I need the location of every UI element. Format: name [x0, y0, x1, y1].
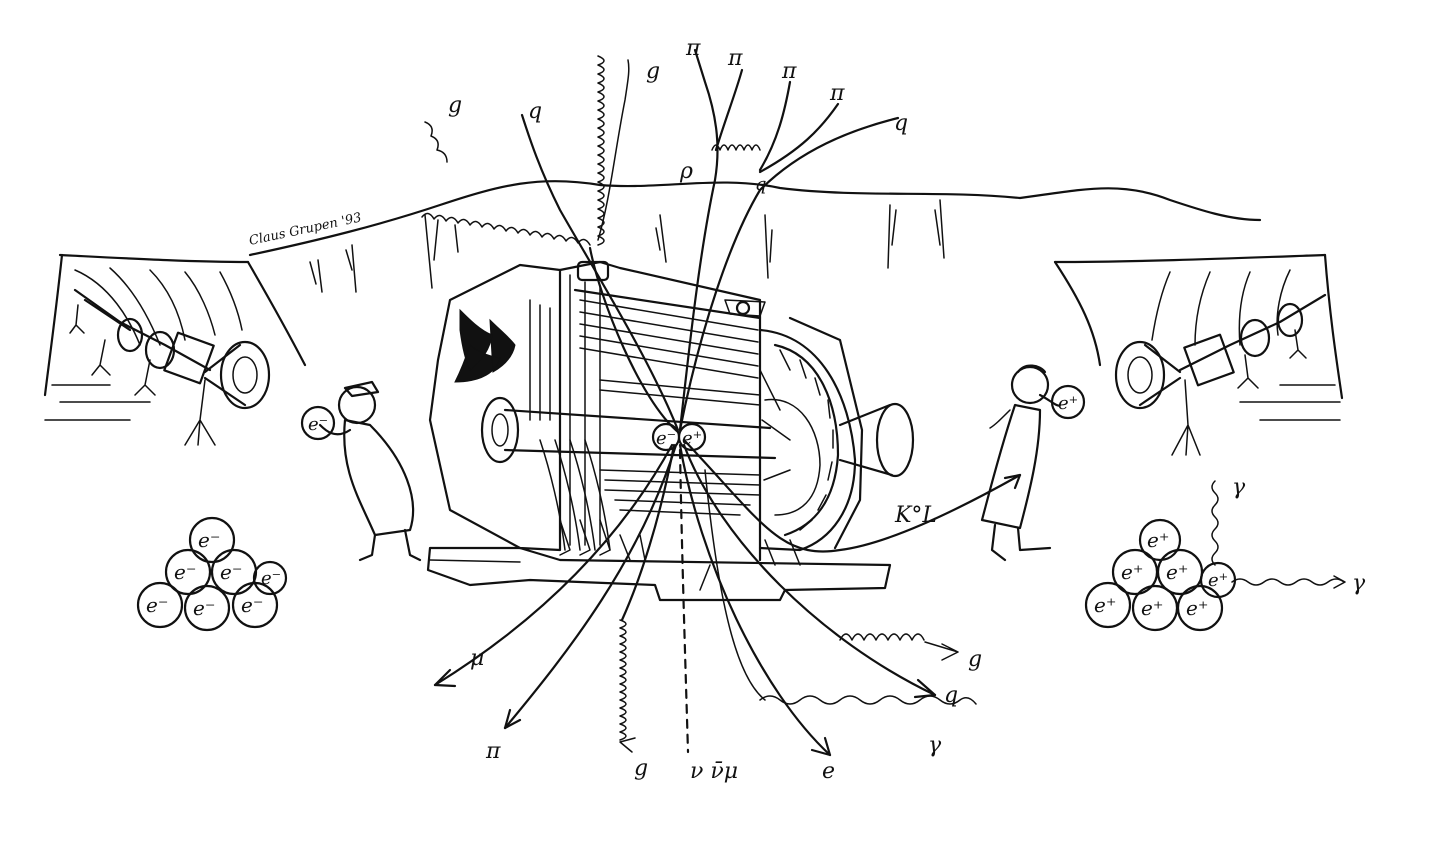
collision-point: e⁻ e⁺ — [651, 422, 707, 452]
right-physicist: e⁺ — [980, 364, 1086, 562]
positron-5: e⁺ — [1166, 560, 1188, 584]
electron-pile: e⁻ e⁻ e⁻ e⁻ e⁻ e⁻ e⁻ — [136, 516, 288, 632]
positron-2: e⁺ — [1141, 596, 1163, 620]
left-physicist-ball: e⁻ — [308, 414, 328, 435]
label-rho: ρ — [679, 159, 693, 184]
electron-3: e⁻ — [241, 593, 263, 617]
right-physicist-ball: e⁺ — [1058, 393, 1078, 414]
electron-7: e⁻ — [261, 568, 281, 589]
label-bottom-pi: π — [485, 739, 501, 764]
label-top-g: g — [646, 59, 660, 84]
label-neutrino: ν ν̄μ — [690, 759, 738, 784]
particle-labels: π π π π g q g q ρ q K°L μ π g ν ν̄μ e γ … — [448, 36, 1366, 784]
detector — [426, 260, 915, 602]
label-mu: μ — [470, 646, 484, 671]
label-top-pi-2: π — [727, 46, 743, 71]
right-tunnel — [1053, 253, 1344, 456]
label-top-pi-1: π — [685, 36, 701, 61]
collision-electron: e⁻ — [656, 428, 676, 449]
label-gamma-bottom: γ — [928, 733, 942, 758]
left-physicist: e⁻ — [300, 380, 422, 562]
label-top-g-left: g — [448, 93, 462, 118]
positron-3: e⁺ — [1186, 596, 1208, 620]
label-kaon: K°L — [894, 503, 937, 528]
label-bottom-right-q: q — [944, 683, 958, 708]
left-tunnel — [43, 253, 307, 446]
electron-2: e⁻ — [193, 596, 215, 620]
label-rho-q: q — [755, 174, 767, 195]
label-top-q-right: q — [894, 111, 908, 136]
electron-1: e⁻ — [146, 593, 168, 617]
label-top-q-left: q — [528, 99, 542, 124]
label-gamma-right-top: γ — [1232, 475, 1246, 500]
electron-5: e⁻ — [220, 560, 242, 584]
electron-4: e⁻ — [174, 560, 196, 584]
label-bottom-right-g: g — [968, 647, 982, 672]
positron-6: e⁺ — [1147, 528, 1169, 552]
cavern-ceiling — [248, 180, 1262, 293]
electron-6: e⁻ — [198, 528, 220, 552]
label-top-pi-3: π — [781, 59, 797, 84]
positron-4: e⁺ — [1121, 560, 1143, 584]
label-top-pi-4: π — [829, 81, 845, 106]
label-bottom-g: g — [634, 756, 648, 781]
positron-pile: e⁺ e⁺ e⁺ e⁺ e⁺ e⁺ e⁺ — [1084, 480, 1346, 632]
label-electron: e — [822, 759, 835, 784]
particle-tracks — [421, 48, 1022, 757]
label-gamma-right-side: γ — [1352, 571, 1366, 596]
collaboration-logo — [454, 308, 516, 383]
positron-1: e⁺ — [1094, 593, 1116, 617]
positron-7: e⁺ — [1208, 570, 1228, 591]
